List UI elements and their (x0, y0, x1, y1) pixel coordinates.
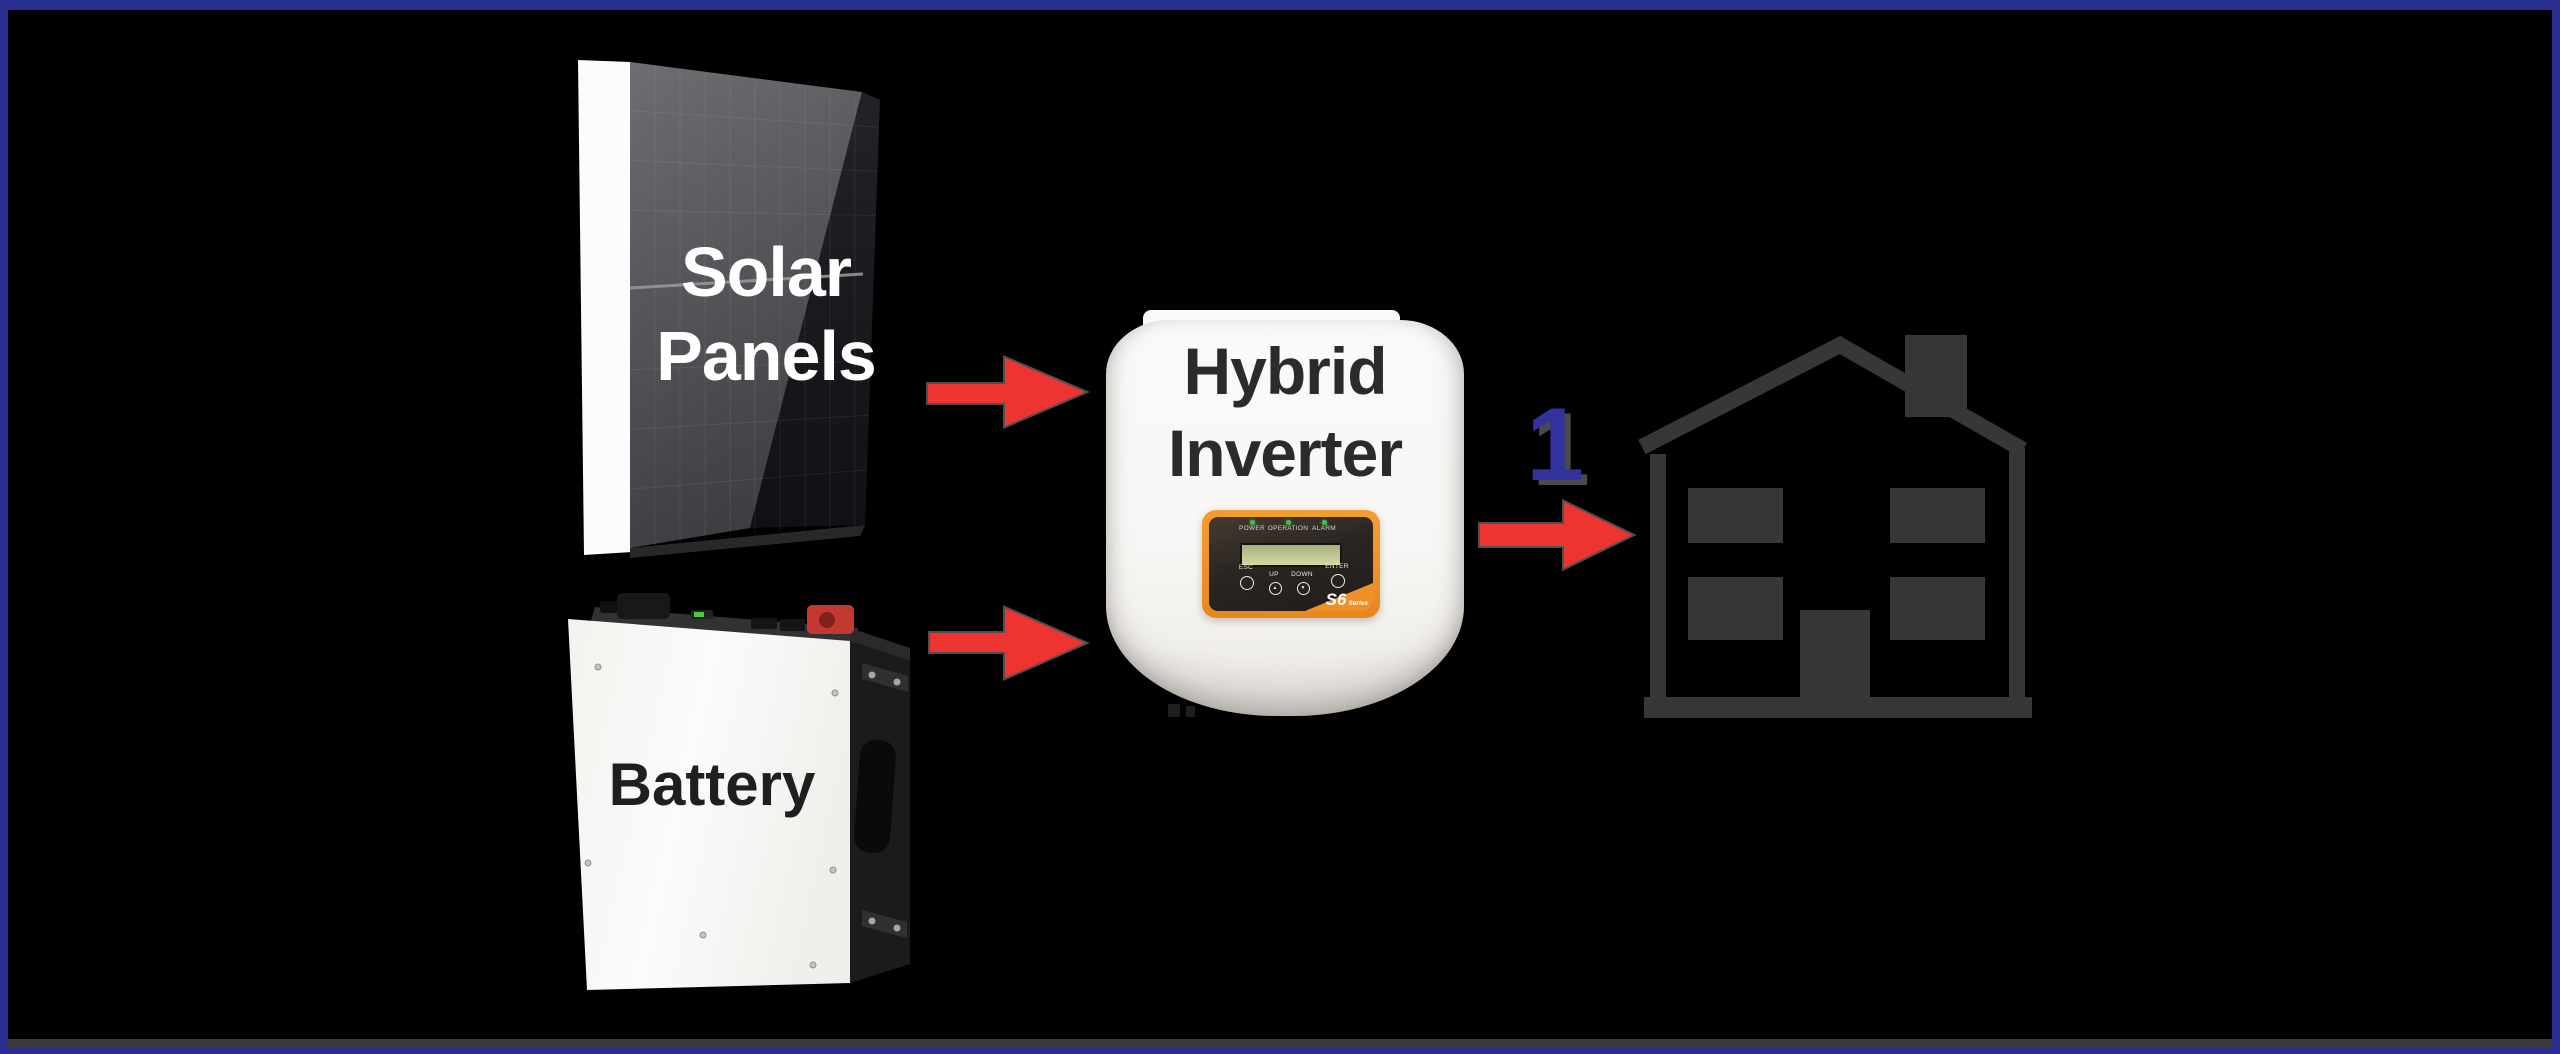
brand-series: Series (1348, 600, 1368, 607)
frame-border-right (2552, 0, 2560, 1054)
solar-panels-label-line2: Panels (656, 317, 877, 395)
inverter-label-line1: Hybrid (1183, 334, 1387, 408)
arrow-shape (928, 604, 1090, 682)
down-button-label: DOWN (1291, 571, 1313, 578)
panel-side-frame (578, 60, 632, 555)
brand-logo: S6 Series (1326, 590, 1368, 610)
panel-cell-grid (630, 62, 880, 548)
frame-border-left (0, 0, 8, 1054)
battery-handle-slot (854, 739, 896, 854)
arrow-solar-to-inverter (926, 354, 1091, 430)
bracket-screw (868, 917, 876, 925)
power-led (1249, 520, 1255, 525)
house-window (1890, 488, 1985, 543)
inverter-mount-mark (1168, 704, 1180, 717)
battery-label: Battery (608, 751, 816, 818)
solar-panels-label-line1: Solar (680, 233, 852, 311)
house-base (1644, 697, 2032, 718)
up-button-label: UP (1269, 571, 1279, 578)
inverter-display-inner: POWER OPERATION ALARM ESC UP DOWN ENTER … (1209, 517, 1373, 611)
solar-panels-label: Solar Panels (630, 230, 902, 398)
house-door (1800, 610, 1870, 698)
arrow-shape (1478, 498, 1637, 572)
battery-connector-block (780, 619, 805, 631)
bracket-screw (893, 678, 901, 686)
arrow-battery-to-inverter (928, 604, 1090, 682)
house-window (1688, 488, 1783, 543)
battery-indicator-green (694, 612, 704, 617)
up-button: ▲ (1268, 581, 1282, 595)
inverter-label-line2: Inverter (1167, 416, 1403, 490)
arrow-inverter-to-home (1478, 498, 1637, 572)
house-wall-right (2009, 448, 2025, 700)
arrow-shape (926, 354, 1091, 430)
operation-led-label: OPERATION (1267, 525, 1309, 532)
power-led-label: POWER (1238, 525, 1266, 532)
enter-button (1331, 574, 1345, 588)
operation-led (1285, 520, 1291, 525)
panel-bottom-shadow (630, 525, 865, 558)
solar-panel-image (578, 60, 880, 558)
esc-button (1240, 576, 1254, 590)
battery-front-screws (584, 663, 839, 969)
down-arrow-icon: ▼ (1300, 584, 1306, 591)
inverter-mount-mark (1186, 706, 1195, 717)
battery-terminal-cable (600, 601, 618, 613)
inverter-image: Hybrid Inverter POWER OPERATION ALARM ES… (1106, 320, 1464, 716)
panel-face-light (630, 62, 862, 548)
house-icon (1638, 335, 2032, 718)
panel-face-dark (750, 92, 880, 528)
house-wall-left (1650, 454, 1666, 700)
frame-border-top (0, 0, 2560, 10)
esc-button-label: ESC (1238, 564, 1254, 571)
battery-image (568, 593, 910, 990)
frame-border-bottom (0, 1047, 2560, 1054)
battery-side-top (850, 628, 910, 661)
battery-terminal-positive-hole (819, 612, 835, 628)
battery-front-face (568, 619, 850, 990)
house-window (1890, 577, 1985, 640)
alarm-led (1321, 520, 1327, 525)
house-chimney (1905, 335, 1967, 417)
inverter-display-panel: POWER OPERATION ALARM ESC UP DOWN ENTER … (1202, 510, 1380, 618)
down-button: ▼ (1296, 581, 1310, 595)
battery-connector-block (751, 618, 777, 629)
enter-button-label: ENTER (1325, 563, 1349, 570)
up-arrow-icon: ▲ (1272, 584, 1278, 591)
step-number: 1 (1526, 387, 1584, 503)
footer-strip (8, 1039, 2552, 1047)
bracket-screw (868, 671, 876, 679)
panel-frame-divider (629, 272, 864, 290)
bracket-screw (893, 924, 901, 932)
brand-name: S6 (1325, 590, 1347, 609)
battery-terminal-negative (617, 593, 670, 619)
lcd-screen (1240, 543, 1342, 567)
alarm-led-label: ALARM (1312, 525, 1336, 532)
house-window (1688, 577, 1783, 640)
